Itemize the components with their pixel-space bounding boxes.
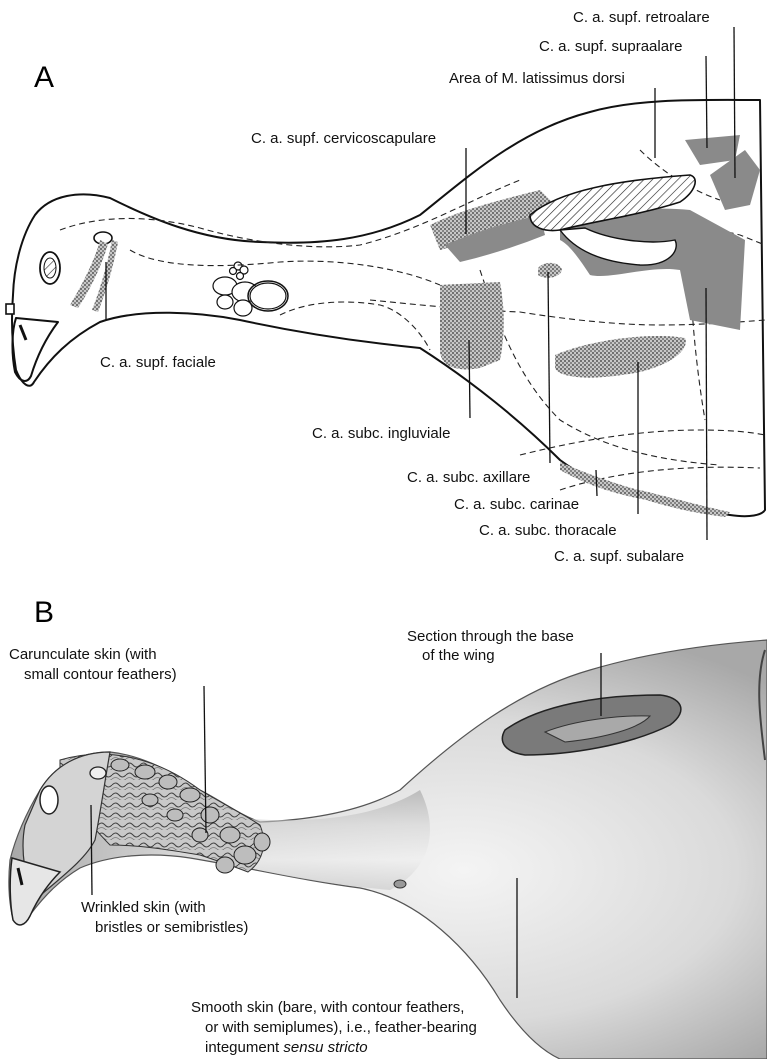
label-section-1: Section through the base <box>407 628 574 645</box>
panel-b-nub <box>394 880 406 888</box>
label-smooth-2: or with semiplumes), i.e., feather-beari… <box>205 1019 477 1036</box>
panel-a: A <box>6 9 765 565</box>
label-thoracale: C. a. subc. thoracale <box>479 522 617 539</box>
tract-axillare <box>538 263 562 278</box>
beak-icon <box>12 318 58 381</box>
tract-ingluviale <box>440 282 504 369</box>
panel-a-letter: A <box>34 61 54 94</box>
label-subalare: C. a. supf. subalare <box>554 548 684 565</box>
eye-pupil <box>44 258 56 278</box>
label-wrinkled-2: bristles or semibristles) <box>95 919 248 936</box>
label-carunculate-1: Carunculate skin (with <box>9 646 157 663</box>
label-carinae: C. a. subc. carinae <box>454 496 579 513</box>
panel-b-ear-icon <box>90 767 106 779</box>
label-wrinkled-1: Wrinkled skin (with <box>81 899 206 916</box>
label-cervicoscapulare: C. a. supf. cervicoscapulare <box>251 130 436 147</box>
panel-a-leaders <box>106 27 735 540</box>
label-smooth-1: Smooth skin (bare, with contour feathers… <box>191 999 464 1016</box>
tract-dorsal-region <box>560 209 745 330</box>
panel-b: B <box>9 596 767 1059</box>
label-smooth-3a: integument <box>205 1039 283 1056</box>
label-smooth-3: integument sensu stricto <box>205 1039 368 1056</box>
panel-b-eye-icon <box>40 786 58 814</box>
tract-subalare <box>640 490 730 517</box>
label-faciale: C. a. supf. faciale <box>100 354 216 371</box>
label-retroalare: C. a. supf. retroalare <box>573 9 710 26</box>
label-ingluviale: C. a. subc. ingluviale <box>312 425 450 442</box>
label-supraalare: C. a. supf. supraalare <box>539 38 682 55</box>
label-smooth-3b: sensu stricto <box>283 1039 367 1056</box>
label-latissimus: Area of M. latissimus dorsi <box>449 70 625 87</box>
label-section-2: of the wing <box>422 647 495 664</box>
beak-mark <box>20 325 26 340</box>
nostril-icon <box>6 304 14 314</box>
tract-thoracale <box>555 336 686 378</box>
panel-b-letter: B <box>34 596 54 629</box>
label-axillare: C. a. subc. axillare <box>407 469 530 486</box>
label-carunculate-2: small contour feathers) <box>24 666 177 683</box>
